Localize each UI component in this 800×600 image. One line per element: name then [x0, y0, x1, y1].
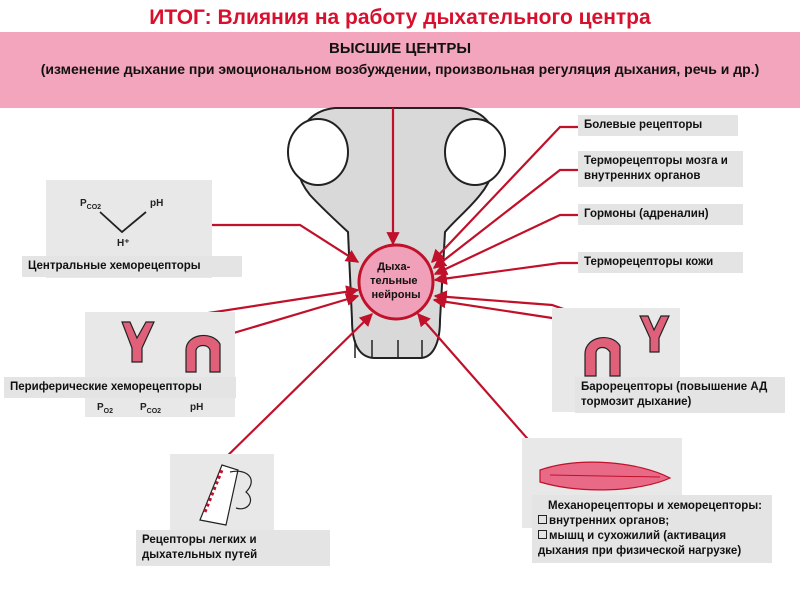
arrow-hormones [435, 215, 578, 274]
neurons-label-line3: нейроны [371, 289, 420, 301]
pco2-subscript: CO2 [87, 204, 102, 211]
brainstem-illustration [288, 108, 505, 358]
peripheral-chemo-image: PO2 PCO2 pH [85, 312, 235, 417]
thermo-skin-label: Терморецепторы кожи [578, 252, 743, 273]
pco2-subscript-peripheral: CO2 [147, 408, 162, 415]
left-colliculus [288, 119, 348, 185]
arrow-lungs [215, 314, 372, 468]
ph-symbol: pH [150, 198, 163, 209]
peripheral-chemo-label: Периферические хеморецепторы [4, 377, 236, 398]
arrow-thermo-skin [435, 263, 578, 280]
ph-symbol-peripheral: pH [190, 402, 203, 413]
neurons-label-line1: Дыха- [377, 261, 410, 273]
pain-receptors-label: Болевые рецепторы [578, 115, 738, 136]
neurons-label-line2: тельные [370, 275, 417, 287]
central-chemo-label: Центральные хеморецепторы [22, 256, 242, 277]
thermo-brain-label: Терморецепторы мозга и внутренних органо… [578, 151, 743, 187]
mechano-label: Механорецепторы и хеморецепторы: внутрен… [532, 495, 772, 563]
right-colliculus [445, 119, 505, 185]
checkbox-icon [538, 515, 547, 524]
lungs-label: Рецепторы легких и дыхательных путей [136, 530, 330, 566]
po2-subscript: O2 [104, 408, 113, 415]
mechano-item-2-text: мышц и сухожилий (активация дыхания при … [538, 530, 741, 557]
mechano-item-1: внутренних органов; [538, 514, 766, 529]
mechano-heading: Механорецепторы и хеморецепторы: [538, 499, 766, 514]
checkbox-icon [538, 530, 547, 539]
svg-text:Дыха- тельные нейроны: Дыха- тельные нейроны [370, 257, 422, 301]
baro-label: Барорецепторы (повышение АД тормозит дых… [575, 377, 785, 413]
hormones-label: Гормоны (адреналин) [578, 204, 743, 225]
bronchi-illustration [170, 454, 274, 532]
h-ion-symbol: H⁺ [117, 238, 130, 249]
mechano-item-2: мышц и сухожилий (активация дыхания при … [538, 529, 766, 559]
mechano-item-1-text: внутренних органов; [549, 515, 669, 527]
